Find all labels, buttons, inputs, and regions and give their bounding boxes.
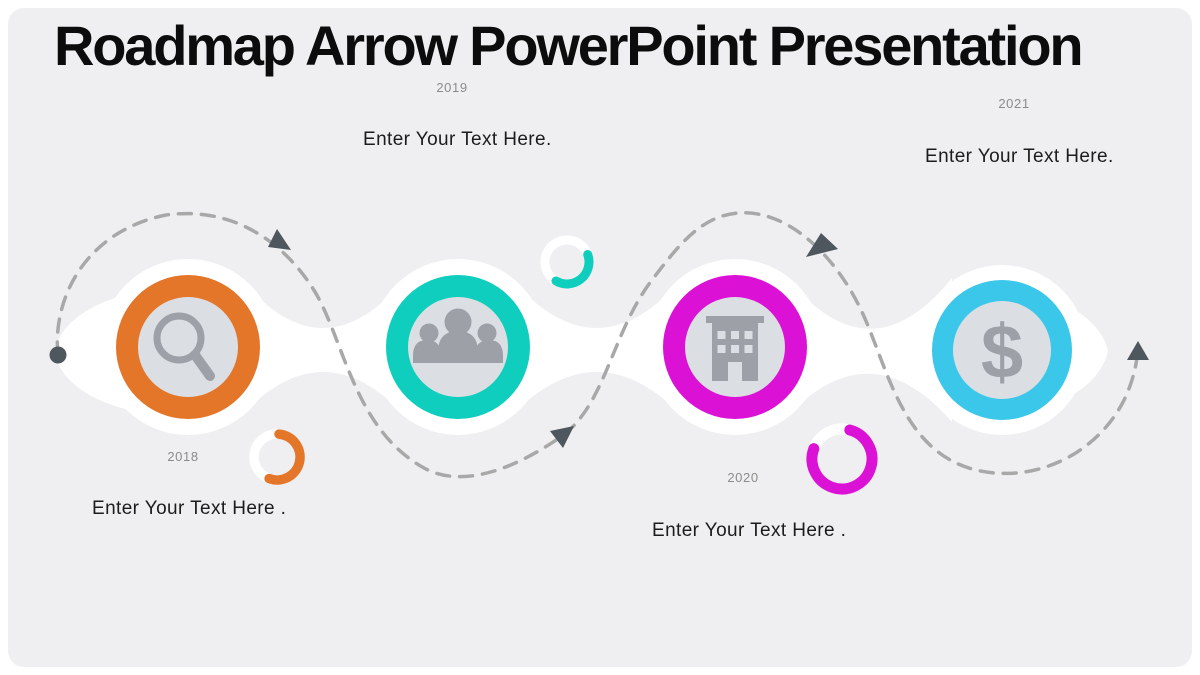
text-placeholder-2018[interactable]: Enter Your Text Here .	[92, 498, 287, 519]
dashed-route-path	[55, 211, 1139, 479]
text-placeholder-2021[interactable]: Enter Your Text Here.	[925, 146, 1114, 167]
milestone-circle-2021: $	[932, 280, 1072, 420]
team-head-center	[444, 308, 472, 336]
dollar-icon: $	[981, 310, 1023, 395]
milestone-inner	[138, 297, 238, 397]
team-body-left	[413, 340, 441, 363]
building-window	[744, 345, 753, 353]
year-label-2018: 2018	[167, 449, 199, 464]
route-arrowhead	[806, 233, 838, 257]
building-door	[728, 362, 742, 381]
chain-connector	[785, 275, 952, 422]
team-body-center	[438, 331, 478, 363]
route-start-dot	[49, 346, 67, 364]
search-handle	[190, 350, 215, 381]
search-lens	[153, 312, 205, 364]
year-label-2019: 2019	[436, 80, 468, 95]
slide-title[interactable]: Roadmap Arrow PowerPoint Presentation	[54, 14, 1084, 77]
route-arrowhead	[1127, 341, 1149, 360]
team-head-right	[477, 323, 497, 343]
chain-connector	[238, 275, 408, 419]
milestone-circle-2019	[386, 275, 530, 419]
building-window	[717, 331, 726, 339]
building-window	[744, 331, 753, 339]
progress-ring-teal	[540, 235, 594, 289]
route-arrowhead	[268, 229, 291, 250]
building-lintel	[706, 316, 764, 323]
text-placeholder-2020[interactable]: Enter Your Text Here .	[652, 520, 847, 541]
progress-ring-orange	[249, 429, 305, 485]
building-window	[731, 345, 739, 353]
team-body-right	[475, 340, 503, 363]
team-icon	[413, 308, 503, 363]
team-head-left	[419, 323, 439, 343]
progress-ring-arc	[551, 250, 594, 289]
chain-connector	[508, 275, 685, 419]
text-placeholder-2019[interactable]: Enter Your Text Here.	[363, 129, 552, 150]
milestone-circle-2020	[663, 275, 807, 419]
building-window	[731, 331, 739, 339]
progress-ring-arc	[806, 424, 878, 495]
progress-ring-magenta	[806, 423, 878, 495]
search-icon	[153, 312, 215, 381]
building-icon	[706, 316, 764, 381]
year-label-2021: 2021	[998, 96, 1030, 111]
progress-ring-arc	[264, 429, 305, 485]
milestone-inner	[953, 301, 1051, 399]
building-window	[717, 345, 726, 353]
year-label-2020: 2020	[727, 470, 759, 485]
milestone-circle-2018	[116, 275, 260, 419]
route-arrowhead	[550, 426, 574, 448]
